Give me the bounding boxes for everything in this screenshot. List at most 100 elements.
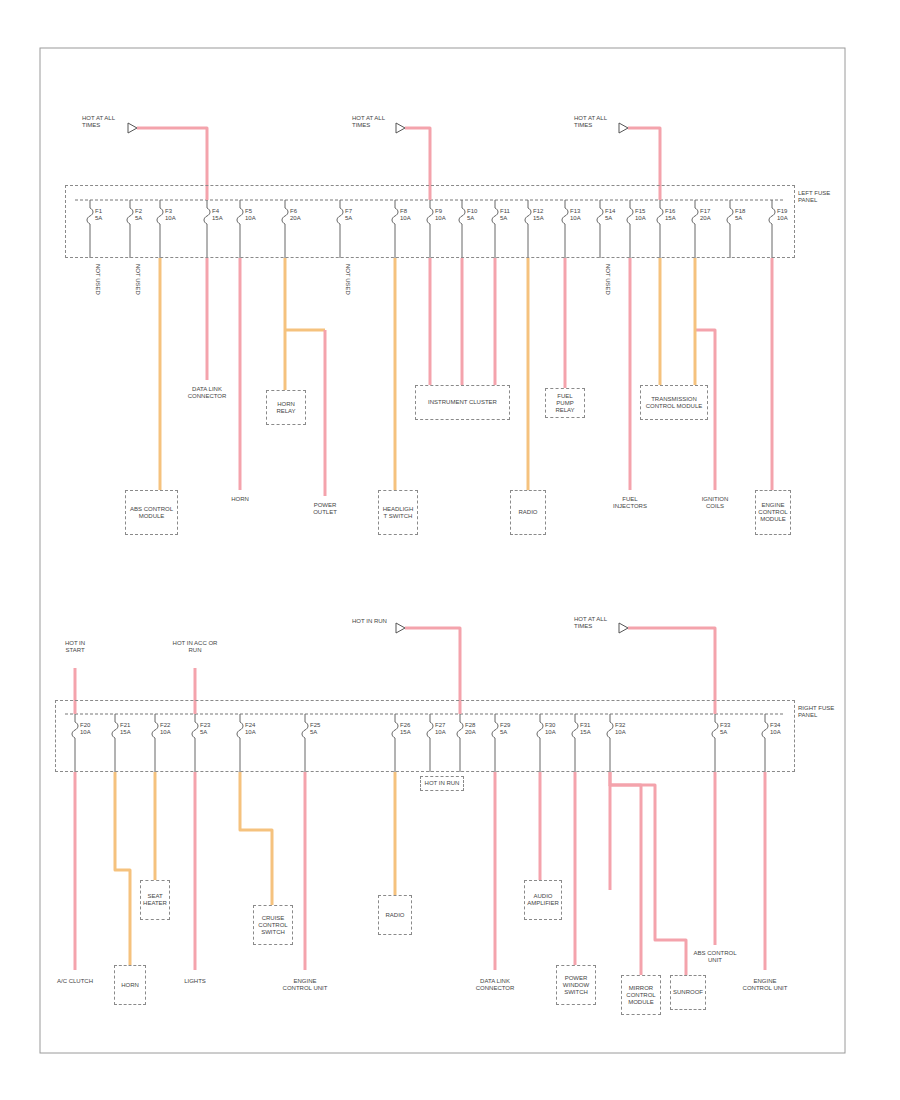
fuse-label: F23 5A: [200, 722, 213, 736]
component-label: MIRROR CONTROL MODULE: [624, 985, 658, 1006]
fuse-panel: LEFT FUSE PANEL: [65, 185, 795, 258]
circuit-wire: [74, 772, 77, 970]
circuit-label: ENGINE CONTROL UNIT: [740, 978, 790, 992]
component-box: POWER WINDOW SWITCH: [556, 965, 596, 1005]
component-box: HEADLIGHT SWITCH: [378, 490, 418, 535]
component-label: HEADLIGHT SWITCH: [381, 506, 415, 520]
source-label: HOT IN START: [55, 640, 95, 654]
feed-wire: [405, 628, 460, 714]
wire-connector: [610, 772, 686, 975]
source-label: HOT AT ALL TIMES: [574, 115, 616, 129]
feed-wire: [628, 628, 715, 714]
fuse-label: F17 20A: [700, 208, 713, 222]
fuse-label: F32 10A: [615, 722, 628, 736]
fuse-symbol: [127, 200, 133, 258]
fuse-symbol: [427, 200, 433, 258]
fuse-symbol: [302, 714, 308, 772]
fuse-symbol: [192, 714, 198, 772]
fuse-symbol: [727, 200, 733, 258]
fuse-label: F14 5A: [605, 208, 618, 222]
fuse-symbol: [204, 200, 210, 258]
fuse-symbol: [427, 714, 433, 772]
feed-wire: [405, 128, 430, 200]
fuse-symbol: [597, 200, 603, 258]
fuse-symbol: [627, 200, 633, 258]
fuse-symbol: [492, 200, 498, 258]
fuse-label: F22 10A: [160, 722, 173, 736]
source-label: HOT AT ALL TIMES: [82, 115, 126, 129]
fuse-symbol: [337, 200, 343, 258]
circuit-wire: [324, 330, 327, 496]
component-box: HORN: [114, 965, 146, 1005]
circuit-label: A/C CLUTCH: [55, 978, 95, 985]
fuse-symbol: [562, 200, 568, 258]
circuit-wire: [194, 772, 197, 970]
wire-connector: [154, 772, 157, 880]
fuse-label: F4 15A: [212, 208, 225, 222]
circuit-label: ENGINE CONTROL UNIT: [280, 978, 330, 992]
component-box: FUEL PUMP RELAY: [545, 388, 585, 418]
component-box: CRUISE CONTROL SWITCH: [253, 905, 293, 945]
fuse-symbol: [157, 200, 163, 258]
component-label: RADIO: [518, 509, 537, 516]
unused-label: NOT USED: [604, 264, 611, 298]
circuit-wires: [75, 258, 765, 970]
fuse-symbol: [237, 714, 243, 772]
wire-connector: [159, 258, 162, 490]
fuse-symbol: [572, 714, 578, 772]
fuse-label: F3 10A: [165, 208, 178, 222]
fuse-label: F9 10A: [435, 208, 448, 222]
fuse-symbol: [72, 714, 78, 772]
circuit-label: DATA LINK CONNECTOR: [184, 386, 230, 400]
feed-wires: [75, 128, 715, 714]
source-arrow: [128, 123, 137, 133]
source-arrow: [396, 623, 405, 633]
source-arrow: [619, 123, 628, 133]
component-label: HOT IN RUN: [425, 780, 460, 787]
component-box: RADIO: [378, 895, 412, 935]
fuse-label: F2 5A: [135, 208, 148, 222]
fuse-label: F15 10A: [635, 208, 648, 222]
bus-bar: [65, 714, 785, 715]
fuse-label: F12 15A: [533, 208, 546, 222]
fuse-row: [72, 714, 768, 772]
circuit-label: POWER OUTLET: [302, 502, 348, 516]
circuit-wire: [609, 785, 612, 890]
component-label: FUEL PUMP RELAY: [548, 393, 582, 414]
fuse-row: [87, 200, 775, 258]
component-box: INSTRUMENT CLUSTER: [415, 385, 510, 420]
fuse-symbol: [712, 714, 718, 772]
component-label: ABS CONTROL MODULE: [128, 506, 175, 520]
fuse-symbol: [769, 200, 775, 258]
fuse-symbol: [537, 714, 543, 772]
fuse-label: F7 5A: [345, 208, 358, 222]
wire-connector: [539, 772, 542, 880]
component-label: CRUISE CONTROL SWITCH: [256, 915, 290, 936]
circuit-wire: [714, 772, 717, 945]
wire-connector: [494, 258, 497, 385]
source-arrows: [128, 123, 628, 633]
fuse-symbol: [152, 714, 158, 772]
fuse-label: F24 10A: [245, 722, 258, 736]
component-label: SUNROOF: [673, 989, 703, 996]
fuse-panel: RIGHT FUSE PANEL: [55, 700, 795, 772]
fuse-label: F27 10A: [435, 722, 448, 736]
fuse-label: F18 5A: [735, 208, 748, 222]
source-label: HOT AT ALL TIMES: [352, 115, 394, 129]
fuse-label: F11 5A: [500, 208, 513, 222]
circuit-wire: [764, 772, 767, 970]
fuse-label: F13 10A: [570, 208, 583, 222]
panel-title: RIGHT FUSE PANEL: [798, 705, 843, 719]
component-box: ENGINE CONTROL MODULE: [755, 490, 791, 535]
source-arrow: [619, 623, 628, 633]
fuse-label: F6 20A: [290, 208, 303, 222]
fuse-label: F34 10A: [770, 722, 783, 736]
feed-wire: [74, 668, 77, 714]
fuse-symbol: [457, 714, 463, 772]
fuse-label: F20 10A: [80, 722, 93, 736]
component-box: SEAT HEATER: [140, 880, 170, 920]
circuit-label: ABS CONTROL UNIT: [690, 950, 740, 964]
